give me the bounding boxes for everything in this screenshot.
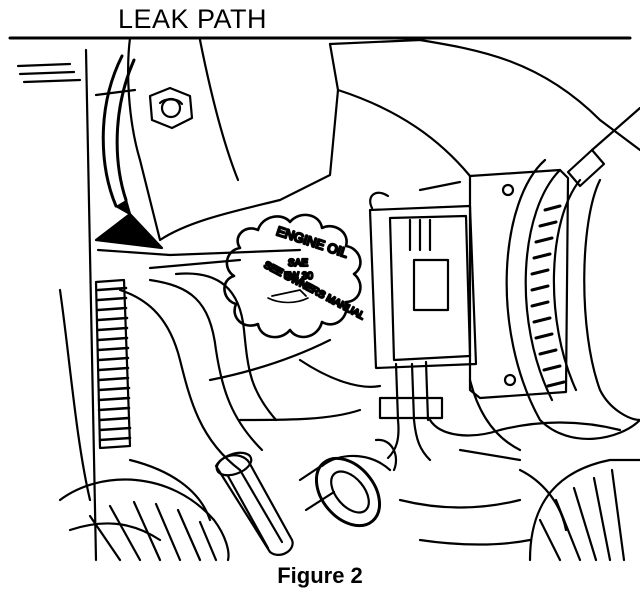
tube-fitting [214,451,294,556]
oil-cap-manual-note: SEE OWNERS MANUAL [262,260,367,323]
ignition-module [368,191,478,370]
fan-wheel [518,458,640,562]
coolant-pipes [58,272,362,522]
hood-edge-lines [16,48,98,562]
diagram-title: LEAK PATH [118,4,268,34]
oil-cap-viscosity: 5W 30 [284,271,313,282]
wiring-harness [378,360,622,462]
ribbed-hose [94,278,132,450]
misc-linework [298,358,532,546]
figure-caption: Figure 2 [277,563,363,588]
fan-shroud [58,478,230,562]
hose-clamp-connector [298,438,398,528]
engine-cover [328,38,640,192]
hex-bolt [148,86,194,130]
distributor-gear [505,106,640,440]
oil-cap-grade-label: SAE [288,258,308,269]
leak-path-arrow [94,54,164,250]
oil-filler-cap [223,213,362,339]
